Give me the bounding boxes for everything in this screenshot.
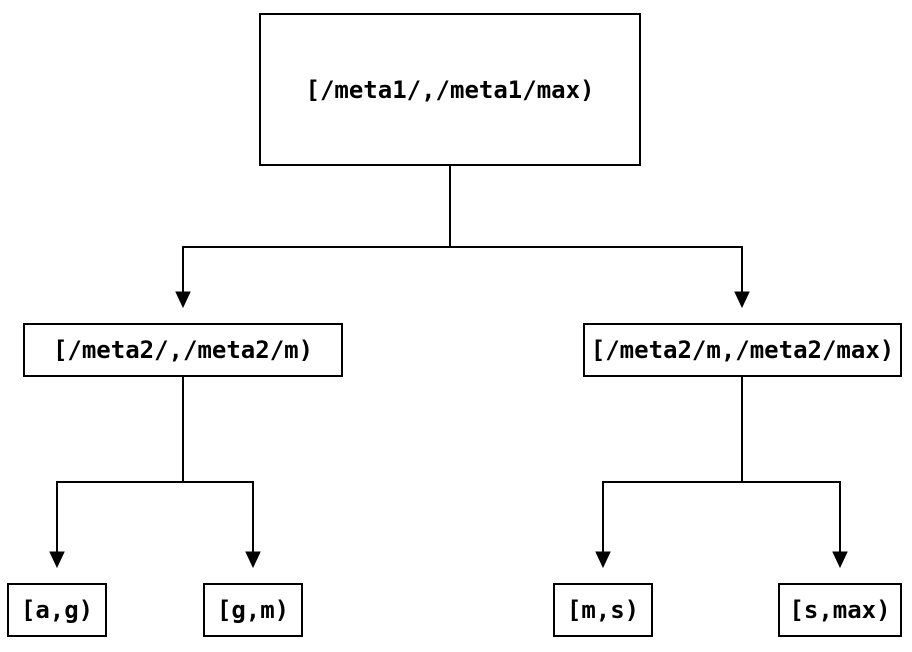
- edge-root-to-level2: [175, 166, 750, 309]
- node-label: [g,m): [216, 596, 290, 624]
- node-label: [s,max): [789, 596, 891, 624]
- edge-left-to-leaves: [49, 377, 261, 569]
- node-leaf-a-g: [a,g): [7, 583, 107, 637]
- node-label: [a,g): [20, 596, 94, 624]
- node-meta2-left-range: [/meta2/,/meta2/m): [23, 323, 343, 377]
- node-leaf-s-max: [s,max): [778, 583, 902, 637]
- arrowhead-icon: [245, 551, 261, 569]
- node-label: [/meta1/,/meta1/max): [305, 75, 595, 104]
- node-label: [m,s): [566, 596, 640, 624]
- node-leaf-g-m: [g,m): [203, 583, 303, 637]
- node-label: [/meta2/,/meta2/m): [52, 336, 314, 364]
- arrowhead-icon: [175, 291, 191, 309]
- node-meta1-range: [/meta1/,/meta1/max): [259, 13, 641, 166]
- edge-right-to-leaves: [595, 377, 848, 569]
- arrowhead-icon: [734, 291, 750, 309]
- node-leaf-m-s: [m,s): [553, 583, 653, 637]
- arrowhead-icon: [832, 551, 848, 569]
- arrowhead-icon: [49, 551, 65, 569]
- arrowhead-icon: [595, 551, 611, 569]
- node-label: [/meta2/m,/meta2/max): [590, 336, 895, 364]
- node-meta2-right-range: [/meta2/m,/meta2/max): [583, 323, 902, 377]
